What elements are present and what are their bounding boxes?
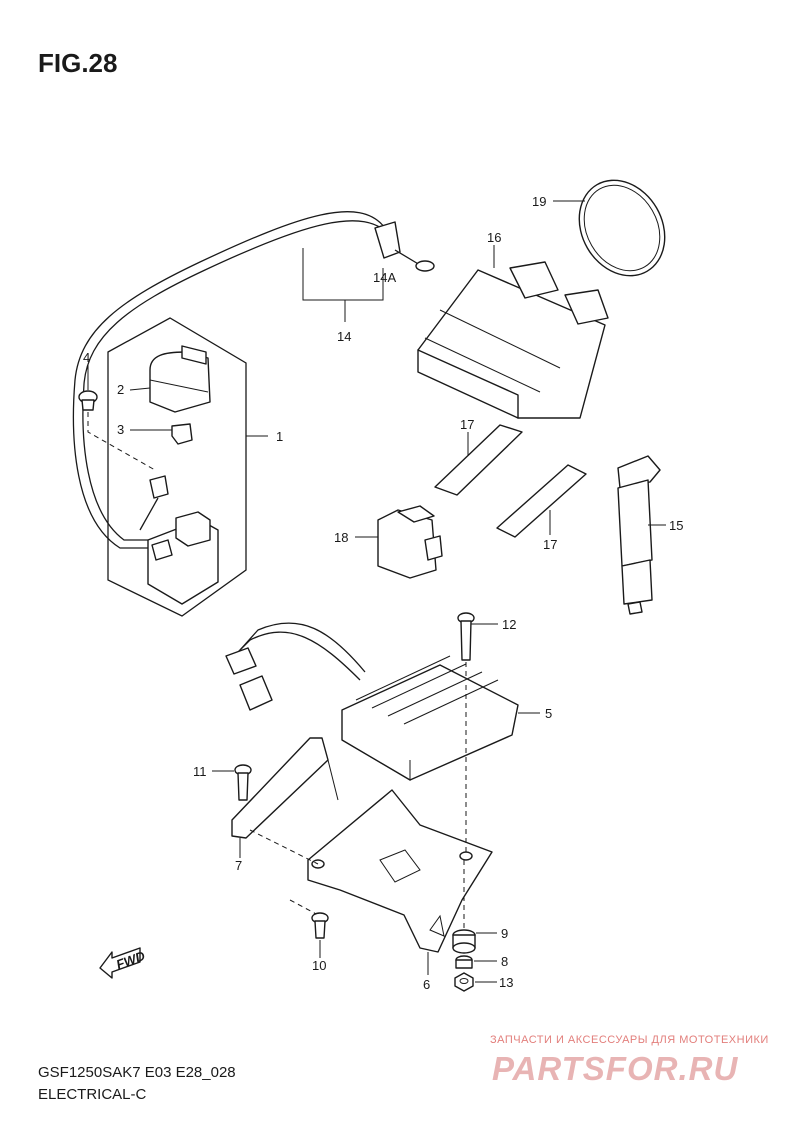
nut-part-13[interactable] [454,972,474,992]
section-name: ELECTRICAL-C [38,1086,147,1103]
fwd-arrow-icon: FWD [99,947,148,979]
callout-14: 14 [337,329,351,344]
regulator-rectifier-part-5[interactable] [225,622,519,781]
callout-16: 16 [487,230,501,245]
callout-18: 18 [334,530,348,545]
bracket-plate-part-6[interactable] [307,789,493,953]
bolt-part-10[interactable] [311,912,329,939]
fuse-part-3[interactable] [171,423,193,445]
ecm-part-16[interactable] [417,261,609,419]
callout-17a: 17 [460,417,474,432]
grommet-part-9[interactable] [452,929,476,954]
model-code: GSF1250SAK7 E03 E28_028 [38,1064,236,1081]
callout-3: 3 [117,422,124,437]
bracket-part-7[interactable] [231,737,339,839]
callout-4: 4 [83,350,90,365]
dash-7-6 [249,829,319,865]
collar-part-8[interactable] [455,955,473,969]
figure-title: FIG.28 [38,48,118,78]
callout-6: 6 [423,977,430,992]
callout-2: 2 [117,382,124,397]
relay-group-outline [107,317,247,617]
callout-17b: 17 [543,537,557,552]
callout-10: 10 [312,958,326,973]
fwd-label: FWD [114,948,148,972]
connector-part-18[interactable] [377,505,443,579]
dash-10 [289,899,319,916]
screw-part-4[interactable] [78,390,98,411]
callout-7: 7 [235,858,242,873]
ignition-coil-part-15[interactable] [617,455,661,615]
callout-13: 13 [499,975,513,990]
ring-part-19[interactable] [562,165,681,292]
callout-11: 11 [193,764,207,779]
leader-2 [129,387,151,391]
callout-8: 8 [501,954,508,969]
callout-19: 19 [532,194,546,209]
leader-14 [302,248,384,301]
bolt-part-12[interactable] [457,612,475,661]
bolt-part-11[interactable] [234,764,252,801]
callout-14a: 14A [373,270,396,285]
battery-cable-part-14[interactable] [72,211,435,549]
callout-9: 9 [501,926,508,941]
callout-15: 15 [669,518,683,533]
callout-5: 5 [545,706,552,721]
watermark-subtitle: ЗАПЧАСТИ И АКСЕССУАРЫ ДЛЯ МОТОТЕХНИКИ [490,1034,769,1046]
tape-part-17-b[interactable] [496,464,587,538]
starter-relay-body[interactable] [139,475,219,605]
dash-4 [87,412,156,471]
tape-part-17-a[interactable] [434,424,523,496]
callout-12: 12 [502,617,516,632]
relay-cover-part-2[interactable] [149,345,211,413]
watermark-site[interactable]: PARTSFOR.RU [492,1050,739,1087]
callout-1: 1 [276,429,283,444]
